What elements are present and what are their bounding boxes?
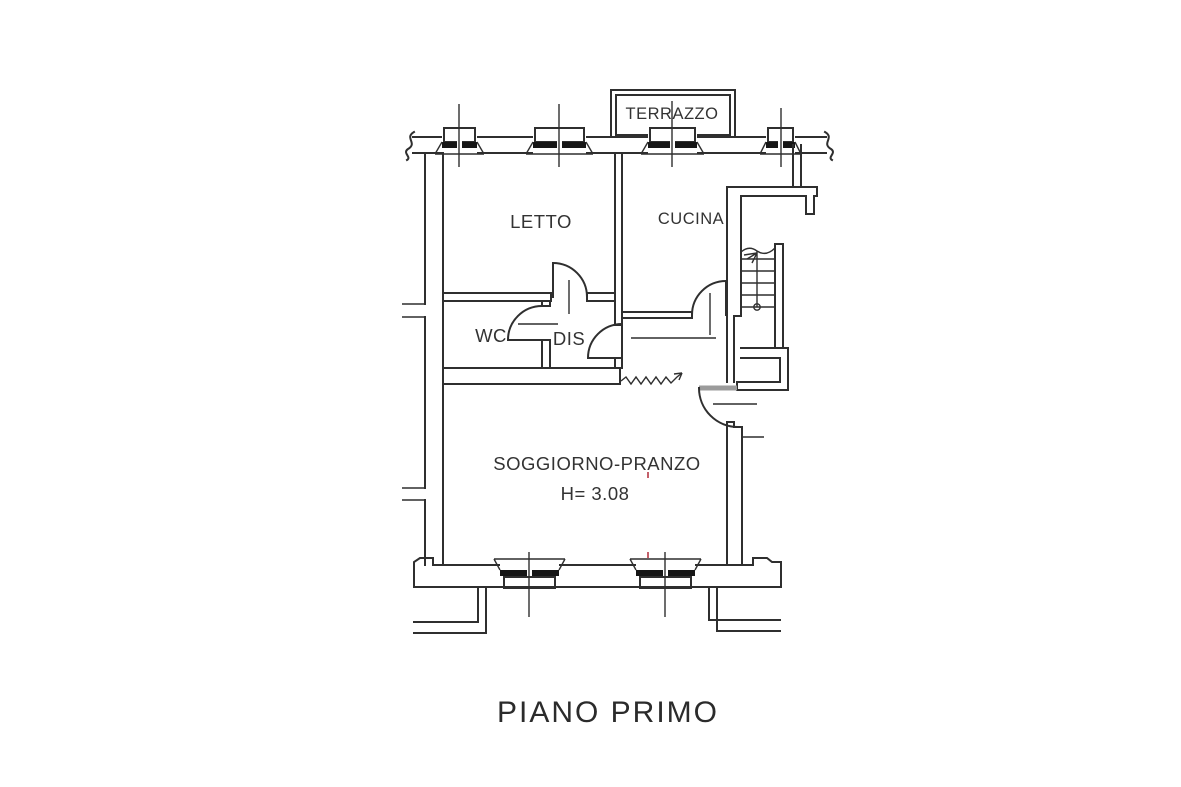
floor-title: PIANO PRIMO (497, 696, 719, 729)
ceiling-height-label: H= 3.08 (561, 483, 630, 504)
cucina-label: CUCINA (658, 210, 724, 228)
window-icon (525, 104, 594, 167)
adjacent-wall-break-icon (402, 487, 425, 501)
east-partition-walls (726, 186, 742, 383)
entrance-door-swing-icon (690, 279, 728, 335)
wc-partition-wall (541, 300, 551, 369)
window-icon (434, 104, 485, 167)
adjacent-wall-break-icon (402, 303, 425, 318)
window-icon (493, 552, 566, 617)
stair-break-line (740, 247, 776, 255)
wall-molding-end (413, 557, 434, 588)
wc-label: WC (475, 325, 507, 346)
stair-steps (741, 258, 775, 308)
wall-break-icon (405, 130, 416, 162)
dis-door-swing-icon (586, 322, 716, 359)
cucina-south-wall (621, 311, 693, 319)
top-exterior-wall (405, 130, 834, 162)
left-exterior-wall (402, 152, 444, 566)
soggiorno-north-wall (442, 367, 621, 385)
letto-cucina-partition-wall (614, 152, 623, 369)
soggiorno-door-swing-icon (697, 385, 764, 438)
soggiorno-east-wall (726, 421, 743, 566)
lower-structure-lines (413, 586, 781, 634)
window-icon (759, 108, 802, 167)
open-passage-zigzag-icon (620, 372, 683, 386)
window-icon (629, 552, 702, 617)
staircase (740, 243, 784, 349)
landing-walls (736, 347, 789, 391)
terrace-door-window-icon (640, 101, 705, 167)
soggiorno-label: SOGGIORNO-PRANZO (493, 453, 700, 474)
wc-door-swing-icon (506, 304, 558, 342)
letto-south-wall (442, 292, 616, 302)
letto-door-swing-icon (551, 261, 589, 314)
wall-break-icon (823, 130, 834, 162)
stairwell-walls (726, 144, 818, 215)
terrazzo-label: TERRAZZO (626, 105, 719, 123)
wall-molding-end (752, 557, 782, 588)
stair-direction-arrow-icon (743, 252, 758, 264)
stair-start-dot (753, 303, 761, 311)
bottom-exterior-wall (413, 557, 782, 588)
dis-label: DIS (553, 328, 585, 349)
letto-label: LETTO (510, 211, 572, 232)
